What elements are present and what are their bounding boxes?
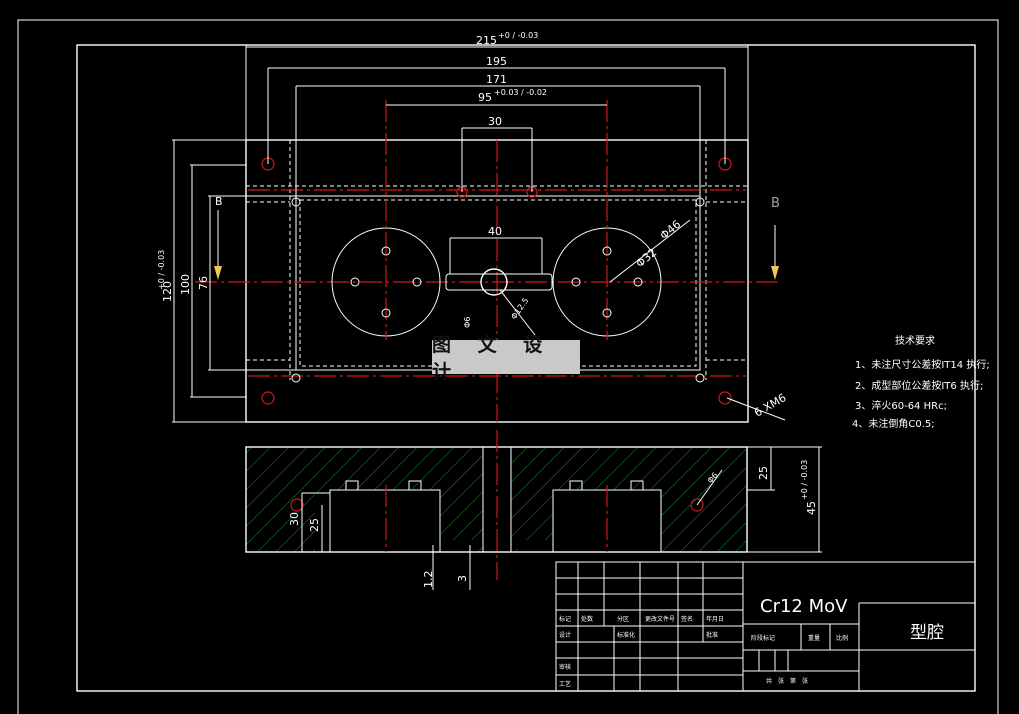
dim-sec-12: 1.2 xyxy=(422,571,435,589)
dim-thread: 6 XM6 xyxy=(752,391,788,420)
part-name: 型腔 xyxy=(910,623,944,643)
col-label: 年月日 xyxy=(706,615,724,623)
dim-sec-25b: 25 xyxy=(308,518,321,532)
sheet-label: 张 xyxy=(778,677,784,685)
dim-overall-width-tol: +0 / -0.03 xyxy=(498,31,538,40)
dim-overall-height: 120 xyxy=(161,281,174,302)
section-label-right: B xyxy=(771,196,780,211)
watermark-text: 图 文 设 计 xyxy=(432,334,553,383)
dim-sec-25: 25 xyxy=(757,466,770,480)
outer-frame xyxy=(17,19,999,714)
title-block: 标记 设计 审核 工艺 处数 分区 更改文件号 签名 年月日 标准化 批准 阶段… xyxy=(555,561,976,692)
section-label-left: B xyxy=(215,195,223,208)
dim-sec-thickness: 45 xyxy=(805,501,818,515)
row-label: 审核 xyxy=(559,663,571,671)
col-label2: 批准 xyxy=(706,631,718,639)
tech-req-title: 技术要求 xyxy=(895,334,935,347)
stage-label: 阶段标记 xyxy=(751,634,775,642)
tech-req-item: 2、成型部位公差按IT6 执行; xyxy=(855,379,983,392)
sheet-label: 第 xyxy=(790,677,796,685)
section-view xyxy=(245,430,822,590)
dim-cavity-spacing-tol: +0.03 / -0.02 xyxy=(494,88,547,97)
dim-cavity-dia: Φ46 xyxy=(658,218,684,243)
dim-hole-spacing-outer: 195 xyxy=(486,55,507,68)
inner-frame xyxy=(76,44,976,692)
dim-overall-width: 215 xyxy=(476,34,497,47)
dim-runner-length: 40 xyxy=(488,225,502,238)
col-label2: 标准化 xyxy=(617,631,635,639)
dim-cavity-dia-inner: Φ32 xyxy=(634,246,660,271)
stage-label: 比例 xyxy=(836,634,848,642)
tech-req-item: 4、未注倒角C0.5; xyxy=(852,417,935,430)
tech-req-item: 1、未注尺寸公差按IT14 执行; xyxy=(855,358,990,371)
row-label: 标记 xyxy=(559,615,571,623)
col-label: 签名 xyxy=(681,615,693,623)
watermark: 图 文 设 计 xyxy=(432,334,580,383)
dim-sec-thickness-tol: +0 / -0.03 xyxy=(800,460,809,500)
dim-slot-width: 30 xyxy=(488,115,502,128)
stage-label: 重量 xyxy=(808,634,820,642)
col-label: 更改文件号 xyxy=(645,615,675,623)
row-label: 工艺 xyxy=(559,680,571,688)
dim-height-100: 100 xyxy=(179,274,192,295)
col-label: 分区 xyxy=(617,615,629,623)
material: Cr12 MoV xyxy=(760,596,848,617)
dim-gate-dia: Φ12.5 xyxy=(509,296,530,321)
dim-sec-3: 3 xyxy=(456,575,469,582)
dim-sec-30: 30 xyxy=(288,512,301,526)
dim-pin-dia: Φ6 xyxy=(463,317,472,328)
tech-requirements: 技术要求 1、未注尺寸公差按IT14 执行; 2、成型部位公差按IT6 执行; … xyxy=(852,334,990,430)
dim-overall-height-tol: +0 / -0.03 xyxy=(157,250,166,290)
sheet-label: 共 xyxy=(766,677,772,685)
col-label: 处数 xyxy=(581,615,593,623)
dim-height-76: 76 xyxy=(197,276,210,290)
dim-cavity-spacing: 95 xyxy=(478,91,492,104)
dim-hole-spacing-inner: 171 xyxy=(486,73,507,86)
row-label: 设计 xyxy=(559,631,571,639)
sheet-label: 张 xyxy=(802,677,808,685)
tech-req-item: 3、淬火60-64 HRc; xyxy=(855,399,947,412)
sprue-gate xyxy=(480,268,508,296)
